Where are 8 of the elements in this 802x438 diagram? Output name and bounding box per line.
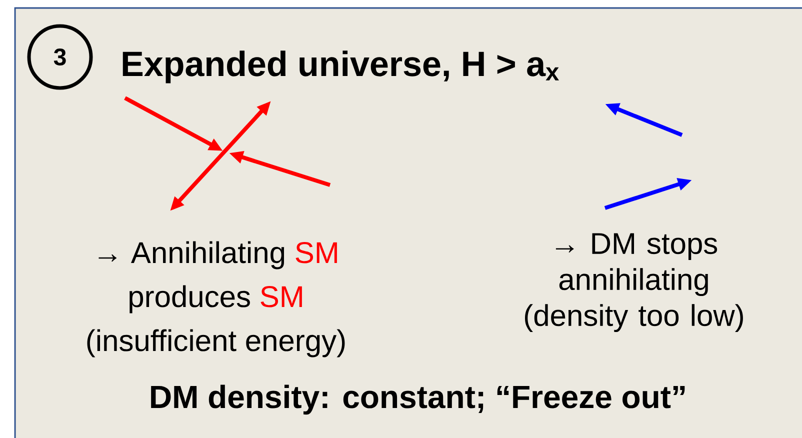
caption-text: → Annihilating [98,241,284,270]
highlight-text: SM [260,286,302,308]
conclusion-text: DM density: constant; “Freeze out” [151,384,685,415]
caption-text: → DM stops annihilating (density too low) [525,233,743,332]
caption-text: (insufficient energy) [87,329,345,358]
highlight-text: SM [296,242,337,264]
caption-text: produces [130,285,250,314]
title: Expanded universe, H > a$_{x}$ [122,50,559,84]
